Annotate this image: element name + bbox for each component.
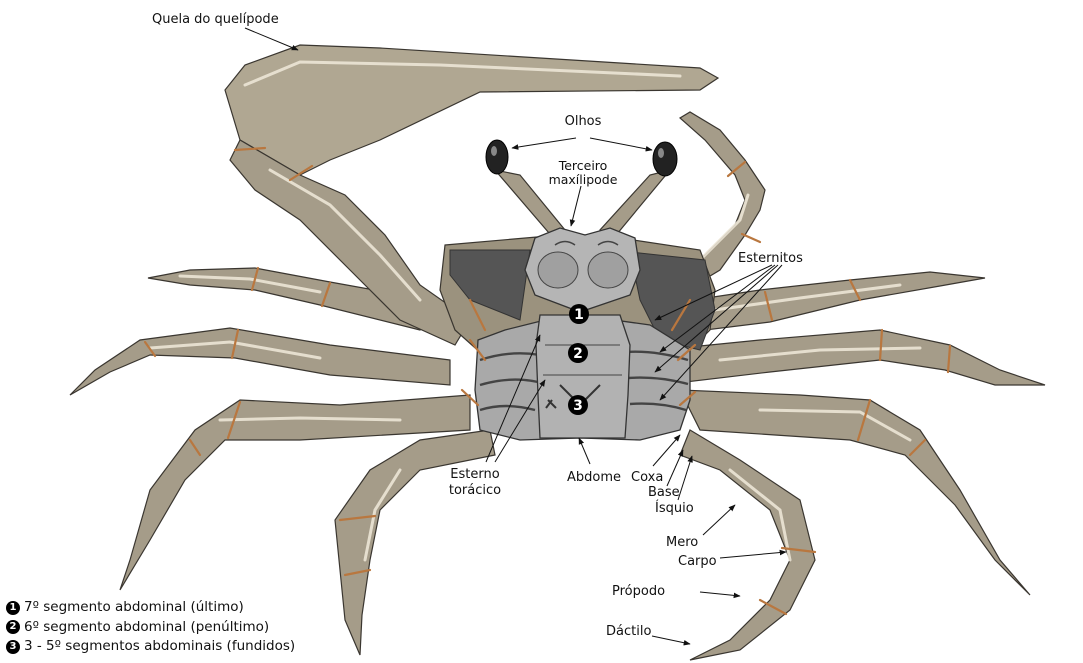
label-toracico: torácico xyxy=(449,483,501,498)
label-coxa: Coxa xyxy=(631,470,663,485)
label-base: Base xyxy=(648,485,680,500)
legend-text: 6º segmento abdominal (penúltimo) xyxy=(24,618,269,638)
legend-text: 3 - 5º segmentos abdominais (fundidos) xyxy=(24,637,295,657)
svg-text:3: 3 xyxy=(573,398,583,414)
label-dactilo: Dáctilo xyxy=(606,624,651,639)
left-eye-icon xyxy=(486,140,508,174)
legend-marker-2: 2 xyxy=(6,620,20,634)
eyes xyxy=(486,140,677,240)
legend-marker-3: 3 xyxy=(6,640,20,654)
abdomen xyxy=(536,315,630,438)
label-mero: Mero xyxy=(666,535,698,550)
legend-item: 2 6º segmento abdominal (penúltimo) xyxy=(6,618,295,638)
label-propodo: Própodo xyxy=(612,584,665,599)
legend-item: 3 3 - 5º segmentos abdominais (fundidos) xyxy=(6,637,295,657)
label-esterno: Esterno xyxy=(450,467,499,482)
label-esternitos: Esternitos xyxy=(738,251,803,266)
label-isquio: Ísquio xyxy=(655,500,694,516)
legend-text: 7º segmento abdominal (último) xyxy=(24,598,244,618)
legend-marker-1: 1 xyxy=(6,601,20,615)
svg-text:2: 2 xyxy=(573,346,583,362)
right-eye-icon xyxy=(653,142,677,176)
label-olhos: Olhos xyxy=(565,114,602,129)
label-terceiro: Terceiro xyxy=(558,158,608,173)
right-legs xyxy=(660,272,1045,660)
label-maxilipode: maxílipode xyxy=(549,172,618,187)
svg-text:1: 1 xyxy=(574,307,584,323)
label-quela: Quela do quelípode xyxy=(152,12,279,27)
label-abdome: Abdome xyxy=(567,470,621,485)
legend-item: 1 7º segmento abdominal (último) xyxy=(6,598,295,618)
legend: 1 7º segmento abdominal (último) 2 6º se… xyxy=(6,598,295,657)
label-carpo: Carpo xyxy=(678,554,717,569)
